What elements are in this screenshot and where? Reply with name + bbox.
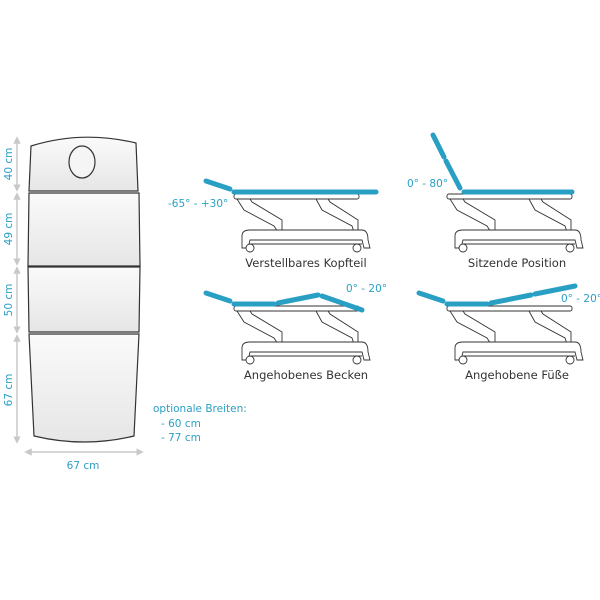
base bbox=[454, 341, 584, 361]
lift-arm bbox=[449, 198, 496, 233]
dim-seat: 50 cm bbox=[3, 284, 15, 317]
face-hole bbox=[68, 145, 96, 179]
pad-segment bbox=[203, 290, 233, 304]
lift-arm bbox=[236, 310, 283, 345]
wheel bbox=[352, 243, 362, 253]
pad-segment bbox=[416, 290, 446, 304]
wheel bbox=[352, 355, 362, 365]
bed-raised-pelvis bbox=[203, 290, 371, 365]
wheel bbox=[458, 355, 468, 365]
dim-legs: 67 cm bbox=[3, 374, 15, 407]
pad-segment bbox=[319, 293, 365, 313]
wheel bbox=[458, 243, 468, 253]
pad-segment bbox=[443, 158, 463, 191]
lift-arm bbox=[528, 198, 572, 233]
seat-section bbox=[27, 266, 141, 333]
angle-label-sitting: 0° - 80° bbox=[407, 178, 448, 190]
base bbox=[241, 341, 371, 361]
dim-width: 67 cm bbox=[67, 460, 100, 472]
frame bbox=[446, 193, 573, 200]
wheel bbox=[245, 243, 255, 253]
lift-arm bbox=[236, 198, 283, 233]
dim-head: 40 cm bbox=[3, 148, 15, 181]
frame bbox=[446, 305, 573, 312]
pad-segment bbox=[275, 292, 321, 306]
dim-back: 49 cm bbox=[3, 213, 15, 246]
angle-label-pelvis: 0° - 20° bbox=[346, 283, 387, 295]
position-label-sitting: Sitzende Position bbox=[468, 256, 566, 270]
pad-segment bbox=[488, 292, 534, 306]
lift-arm bbox=[315, 198, 359, 233]
wheel bbox=[565, 243, 575, 253]
base bbox=[454, 229, 584, 249]
bed-sitting-position bbox=[430, 132, 584, 253]
lift-arm bbox=[449, 310, 496, 345]
optional-widths-title: optionale Breiten: bbox=[153, 403, 247, 415]
table-top-view bbox=[27, 136, 141, 443]
wheel bbox=[245, 355, 255, 365]
optional-width-item: - 60 cm bbox=[161, 418, 201, 430]
position-label-feet: Angehobene Füße bbox=[465, 368, 569, 382]
position-label-head: Verstellbares Kopfteil bbox=[245, 256, 366, 270]
pad-segment bbox=[430, 132, 447, 160]
dimension-arrows bbox=[13, 136, 144, 456]
bed-raised-feet bbox=[416, 283, 584, 365]
position-label-pelvis: Angehobenes Becken bbox=[244, 368, 368, 382]
lift-arm bbox=[315, 310, 359, 345]
angle-label-feet: 0° - 20° bbox=[561, 293, 600, 305]
back-section bbox=[27, 192, 141, 267]
frame bbox=[233, 193, 360, 200]
lift-arm bbox=[528, 310, 572, 345]
base bbox=[241, 229, 371, 249]
frame bbox=[233, 305, 360, 312]
pad-segment bbox=[203, 178, 233, 192]
pad-segment bbox=[532, 283, 578, 297]
optional-width-item: - 77 cm bbox=[161, 432, 201, 444]
angle-label-head: -65° - +30° bbox=[168, 198, 228, 210]
wheel bbox=[565, 355, 575, 365]
leg-section bbox=[28, 333, 140, 443]
bed-adjustable-headrest bbox=[203, 178, 379, 253]
